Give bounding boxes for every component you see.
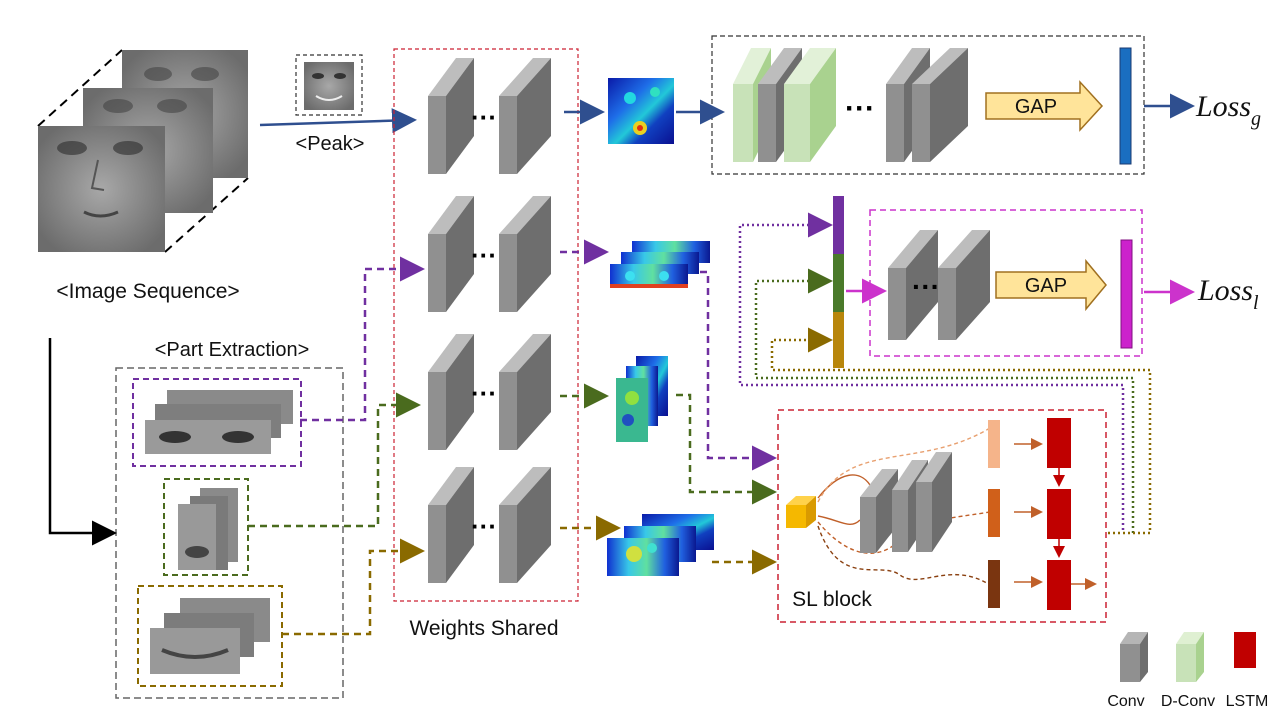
dconv-block-2 xyxy=(784,48,836,162)
lstm-cell-1 xyxy=(1047,418,1071,468)
part-extraction-group: <Part Extraction> xyxy=(115,339,344,699)
image-sequence: <Image Sequence> xyxy=(37,49,249,303)
conv-block-3 xyxy=(912,48,968,162)
sl-block: SL block xyxy=(777,409,1107,623)
image-sequence-label: <Image Sequence> xyxy=(56,280,239,303)
concat-green xyxy=(833,254,844,312)
eyes-to-sl-arrow xyxy=(700,270,777,471)
lstm-cell-3 xyxy=(1047,560,1071,610)
local-feature-vector xyxy=(1120,239,1133,349)
feedback-lines xyxy=(738,212,1152,535)
sl-branch-mid xyxy=(988,489,1000,537)
legend-dconv-label: D-Conv xyxy=(1161,693,1215,710)
legend-conv-label: Conv xyxy=(1107,693,1144,710)
local-conv-block-2 xyxy=(938,230,990,340)
peak-frame: <Peak> xyxy=(295,54,365,155)
shared-conv-a-row4 xyxy=(428,467,474,583)
mouth-stream-arrow xyxy=(282,538,425,636)
shared-conv-dots-row1: ··· xyxy=(471,102,497,132)
sl-conv-3 xyxy=(916,452,952,552)
peak-arrow xyxy=(259,108,417,134)
global-feature-vector xyxy=(1119,47,1132,165)
eyes-part xyxy=(132,378,302,467)
global-dots: ··· xyxy=(845,92,875,125)
mouth-heatmap xyxy=(607,514,714,576)
local-dots: ··· xyxy=(912,271,940,302)
shared-conv-b-row4 xyxy=(499,467,551,583)
concat-purple xyxy=(833,196,844,254)
nose-heatmap xyxy=(616,356,668,442)
legend-conv-icon xyxy=(1120,632,1148,682)
shared-conv-rows: ··· ··· ··· ··· xyxy=(428,58,551,583)
legend-lstm-label: LSTM xyxy=(1226,693,1269,710)
sl-branch-dark xyxy=(988,560,1000,608)
loss-global: Lossg xyxy=(1195,90,1261,130)
shared-conv-b-row2 xyxy=(499,196,551,312)
shared-conv-dots-row3: ··· xyxy=(471,378,497,408)
shared-conv-b-row3 xyxy=(499,334,551,450)
legend-dconv-icon xyxy=(1176,632,1204,682)
legend: Conv D-Conv LSTM xyxy=(1107,632,1268,710)
shared-conv-a-row2 xyxy=(428,196,474,312)
shared-conv-a-row1 xyxy=(428,58,474,174)
gap-local-arrow: GAP xyxy=(995,258,1107,312)
sl-flow-curves xyxy=(817,427,991,586)
peak-label: <Peak> xyxy=(296,133,365,155)
weights-shared-block: Weights Shared xyxy=(393,48,579,640)
global-heatmap xyxy=(608,78,674,144)
weights-shared-label: Weights Shared xyxy=(409,617,558,640)
eyes-heatmap xyxy=(610,241,710,288)
input-cube xyxy=(786,496,816,528)
gap-global-arrow: GAP xyxy=(985,80,1104,132)
concat-olive xyxy=(833,312,844,368)
loss-local: Lossl xyxy=(1197,274,1259,314)
nose-to-sl-arrow xyxy=(676,393,777,505)
sl-branch-light xyxy=(988,420,1000,468)
sl-block-label: SL block xyxy=(792,588,872,611)
local-branch: ··· GAP Lossl xyxy=(833,196,1259,368)
shared-conv-a-row3 xyxy=(428,334,474,450)
legend-lstm-icon xyxy=(1234,632,1256,668)
eyes-stream-arrow xyxy=(300,256,425,422)
nose-stream-arrow xyxy=(248,392,421,528)
part-extraction-label: <Part Extraction> xyxy=(155,339,310,361)
sequence-to-parts-arrow xyxy=(48,338,117,546)
lstm-cell-2 xyxy=(1047,489,1071,539)
shared-conv-b-row1 xyxy=(499,58,551,174)
gap-local-label: GAP xyxy=(1025,275,1067,297)
face-frame-front xyxy=(38,126,165,252)
mouth-part xyxy=(137,585,283,687)
global-branch: ··· GAP Lossg xyxy=(676,35,1261,175)
shared-conv-dots-row4: ··· xyxy=(471,511,497,541)
gap-global-label: GAP xyxy=(1015,96,1057,118)
nose-part xyxy=(163,478,249,576)
shared-conv-dots-row2: ··· xyxy=(471,240,497,270)
local-conv-block-1 xyxy=(888,230,938,340)
